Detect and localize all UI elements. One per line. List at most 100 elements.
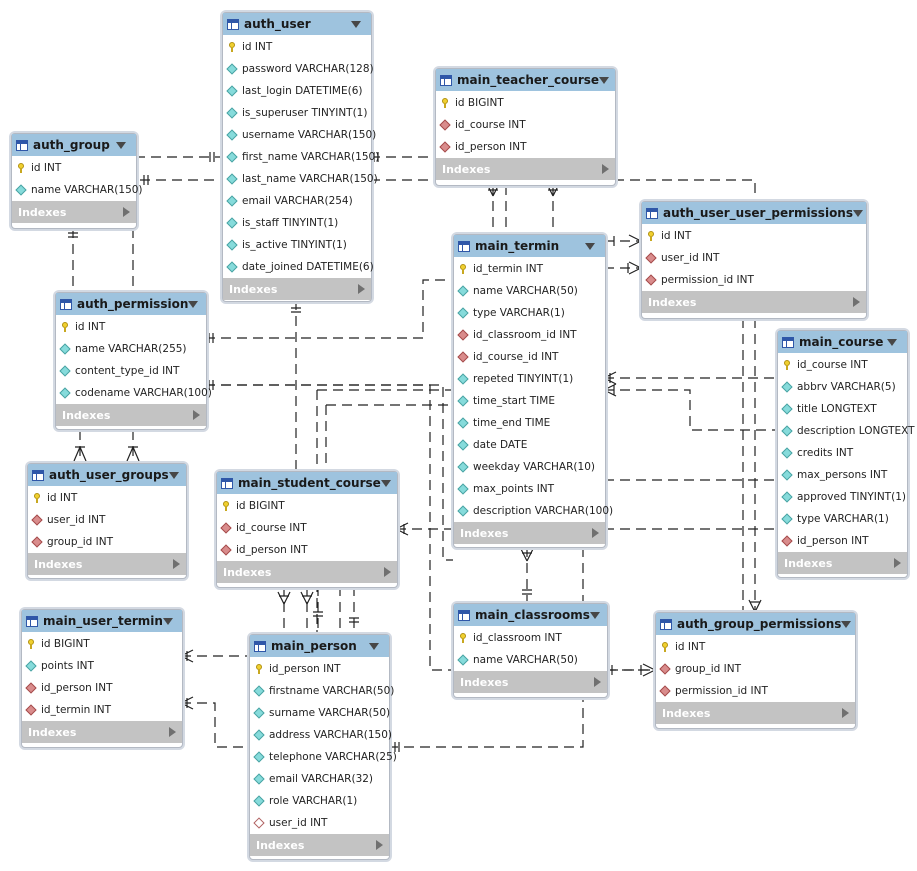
indexes-footer[interactable]: Indexes <box>778 552 907 574</box>
expand-arrow-icon[interactable] <box>592 528 599 538</box>
table-column[interactable]: max_persons INT <box>778 464 907 486</box>
collapse-caret-icon[interactable] <box>380 479 391 487</box>
table-column[interactable]: id_termin INT <box>454 258 605 280</box>
table-header[interactable]: main_person <box>250 635 389 657</box>
table-column[interactable]: first_name VARCHAR(150) <box>223 146 379 168</box>
table-column[interactable]: name VARCHAR(150) <box>12 179 143 201</box>
table-header[interactable]: auth_permission <box>56 293 206 315</box>
table-header[interactable]: auth_user <box>223 13 371 35</box>
table-column[interactable]: user_id INT <box>642 247 866 269</box>
collapse-caret-icon[interactable] <box>188 300 199 308</box>
table-column[interactable]: weekday VARCHAR(10) <box>454 456 605 478</box>
table-column[interactable]: id_person INT <box>250 658 389 680</box>
indexes-footer[interactable]: Indexes <box>28 553 186 575</box>
table-column[interactable]: permission_id INT <box>656 680 855 702</box>
table-header[interactable]: main_course <box>778 331 907 353</box>
table-column[interactable]: id BIGINT <box>436 92 615 114</box>
table-column[interactable]: content_type_id INT <box>56 360 206 382</box>
table-column[interactable]: is_superuser TINYINT(1) <box>223 102 371 124</box>
table-column[interactable]: abbrv VARCHAR(5) <box>778 376 907 398</box>
expand-arrow-icon[interactable] <box>376 840 383 850</box>
table-column[interactable]: codename VARCHAR(100) <box>56 382 212 404</box>
expand-arrow-icon[interactable] <box>169 727 176 737</box>
table-column[interactable]: id INT <box>656 636 855 658</box>
table-column[interactable]: id INT <box>28 487 186 509</box>
table-header[interactable]: auth_user_user_permissions <box>642 202 866 224</box>
table-header[interactable]: auth_group <box>12 134 136 156</box>
table-column[interactable]: date DATE <box>454 434 605 456</box>
table-column[interactable]: max_points INT <box>454 478 605 500</box>
collapse-caret-icon[interactable] <box>853 209 863 217</box>
table-column[interactable]: id INT <box>223 36 371 58</box>
table-column[interactable]: id_person INT <box>22 677 182 699</box>
table-column[interactable]: firstname VARCHAR(50) <box>250 680 394 702</box>
table-column[interactable]: email VARCHAR(32) <box>250 768 389 790</box>
table-column[interactable]: surname VARCHAR(50) <box>250 702 390 724</box>
table-column[interactable]: type VARCHAR(1) <box>778 508 907 530</box>
table-column[interactable]: id_termin INT <box>22 699 182 721</box>
expand-arrow-icon[interactable] <box>602 164 609 174</box>
table-header[interactable]: main_termin <box>454 235 605 257</box>
table-column[interactable]: id_classroom_id INT <box>454 324 605 346</box>
expand-arrow-icon[interactable] <box>173 559 180 569</box>
table-column[interactable]: address VARCHAR(150) <box>250 724 392 746</box>
table-header[interactable]: main_user_termin <box>22 610 182 632</box>
table-column[interactable]: role VARCHAR(1) <box>250 790 389 812</box>
expand-arrow-icon[interactable] <box>594 677 601 687</box>
table-column[interactable]: username VARCHAR(150) <box>223 124 376 146</box>
collapse-caret-icon[interactable] <box>599 76 610 84</box>
indexes-footer[interactable]: Indexes <box>12 201 136 223</box>
table-column[interactable]: id_course INT <box>778 354 907 376</box>
collapse-caret-icon[interactable] <box>369 642 379 650</box>
indexes-footer[interactable]: Indexes <box>436 158 615 180</box>
collapse-caret-icon[interactable] <box>168 471 179 479</box>
table-column[interactable]: permission_id INT <box>642 269 866 291</box>
collapse-caret-icon[interactable] <box>162 617 173 625</box>
table-column[interactable]: title LONGTEXT <box>778 398 907 420</box>
collapse-caret-icon[interactable] <box>585 242 595 250</box>
table-column[interactable]: last_name VARCHAR(150) <box>223 168 378 190</box>
table-column[interactable]: date_joined DATETIME(6) <box>223 256 374 278</box>
table-column[interactable]: description VARCHAR(100) <box>454 500 613 522</box>
table-column[interactable]: id_person INT <box>217 539 397 561</box>
expand-arrow-icon[interactable] <box>894 558 901 568</box>
table-column[interactable]: id_course_id INT <box>454 346 605 368</box>
table-column[interactable]: approved TINYINT(1) <box>778 486 907 508</box>
indexes-footer[interactable]: Indexes <box>642 291 866 313</box>
collapse-caret-icon[interactable] <box>841 620 852 628</box>
expand-arrow-icon[interactable] <box>853 297 860 307</box>
table-column[interactable]: id BIGINT <box>217 495 397 517</box>
table-column[interactable]: is_active TINYINT(1) <box>223 234 371 256</box>
table-column[interactable]: id_course INT <box>217 517 397 539</box>
indexes-footer[interactable]: Indexes <box>454 522 605 544</box>
collapse-caret-icon[interactable] <box>351 20 361 28</box>
table-column[interactable]: time_start TIME <box>454 390 605 412</box>
table-column[interactable]: credits INT <box>778 442 907 464</box>
collapse-caret-icon[interactable] <box>116 141 126 149</box>
collapse-caret-icon[interactable] <box>887 338 897 346</box>
indexes-footer[interactable]: Indexes <box>223 278 371 300</box>
table-column[interactable]: password VARCHAR(128) <box>223 58 374 80</box>
table-header[interactable]: auth_group_permissions <box>656 613 855 635</box>
table-header[interactable]: main_teacher_course <box>436 69 615 91</box>
table-column[interactable]: is_staff TINYINT(1) <box>223 212 371 234</box>
collapse-caret-icon[interactable] <box>589 611 600 619</box>
table-column[interactable]: description LONGTEXT <box>778 420 915 442</box>
indexes-footer[interactable]: Indexes <box>250 834 389 856</box>
table-column[interactable]: points INT <box>22 655 182 677</box>
indexes-footer[interactable]: Indexes <box>454 671 607 693</box>
table-column[interactable]: id INT <box>56 316 206 338</box>
table-column[interactable]: id_person INT <box>436 136 615 158</box>
table-header[interactable]: main_classrooms <box>454 604 607 626</box>
table-column[interactable]: telephone VARCHAR(25) <box>250 746 397 768</box>
table-column[interactable]: name VARCHAR(255) <box>56 338 206 360</box>
